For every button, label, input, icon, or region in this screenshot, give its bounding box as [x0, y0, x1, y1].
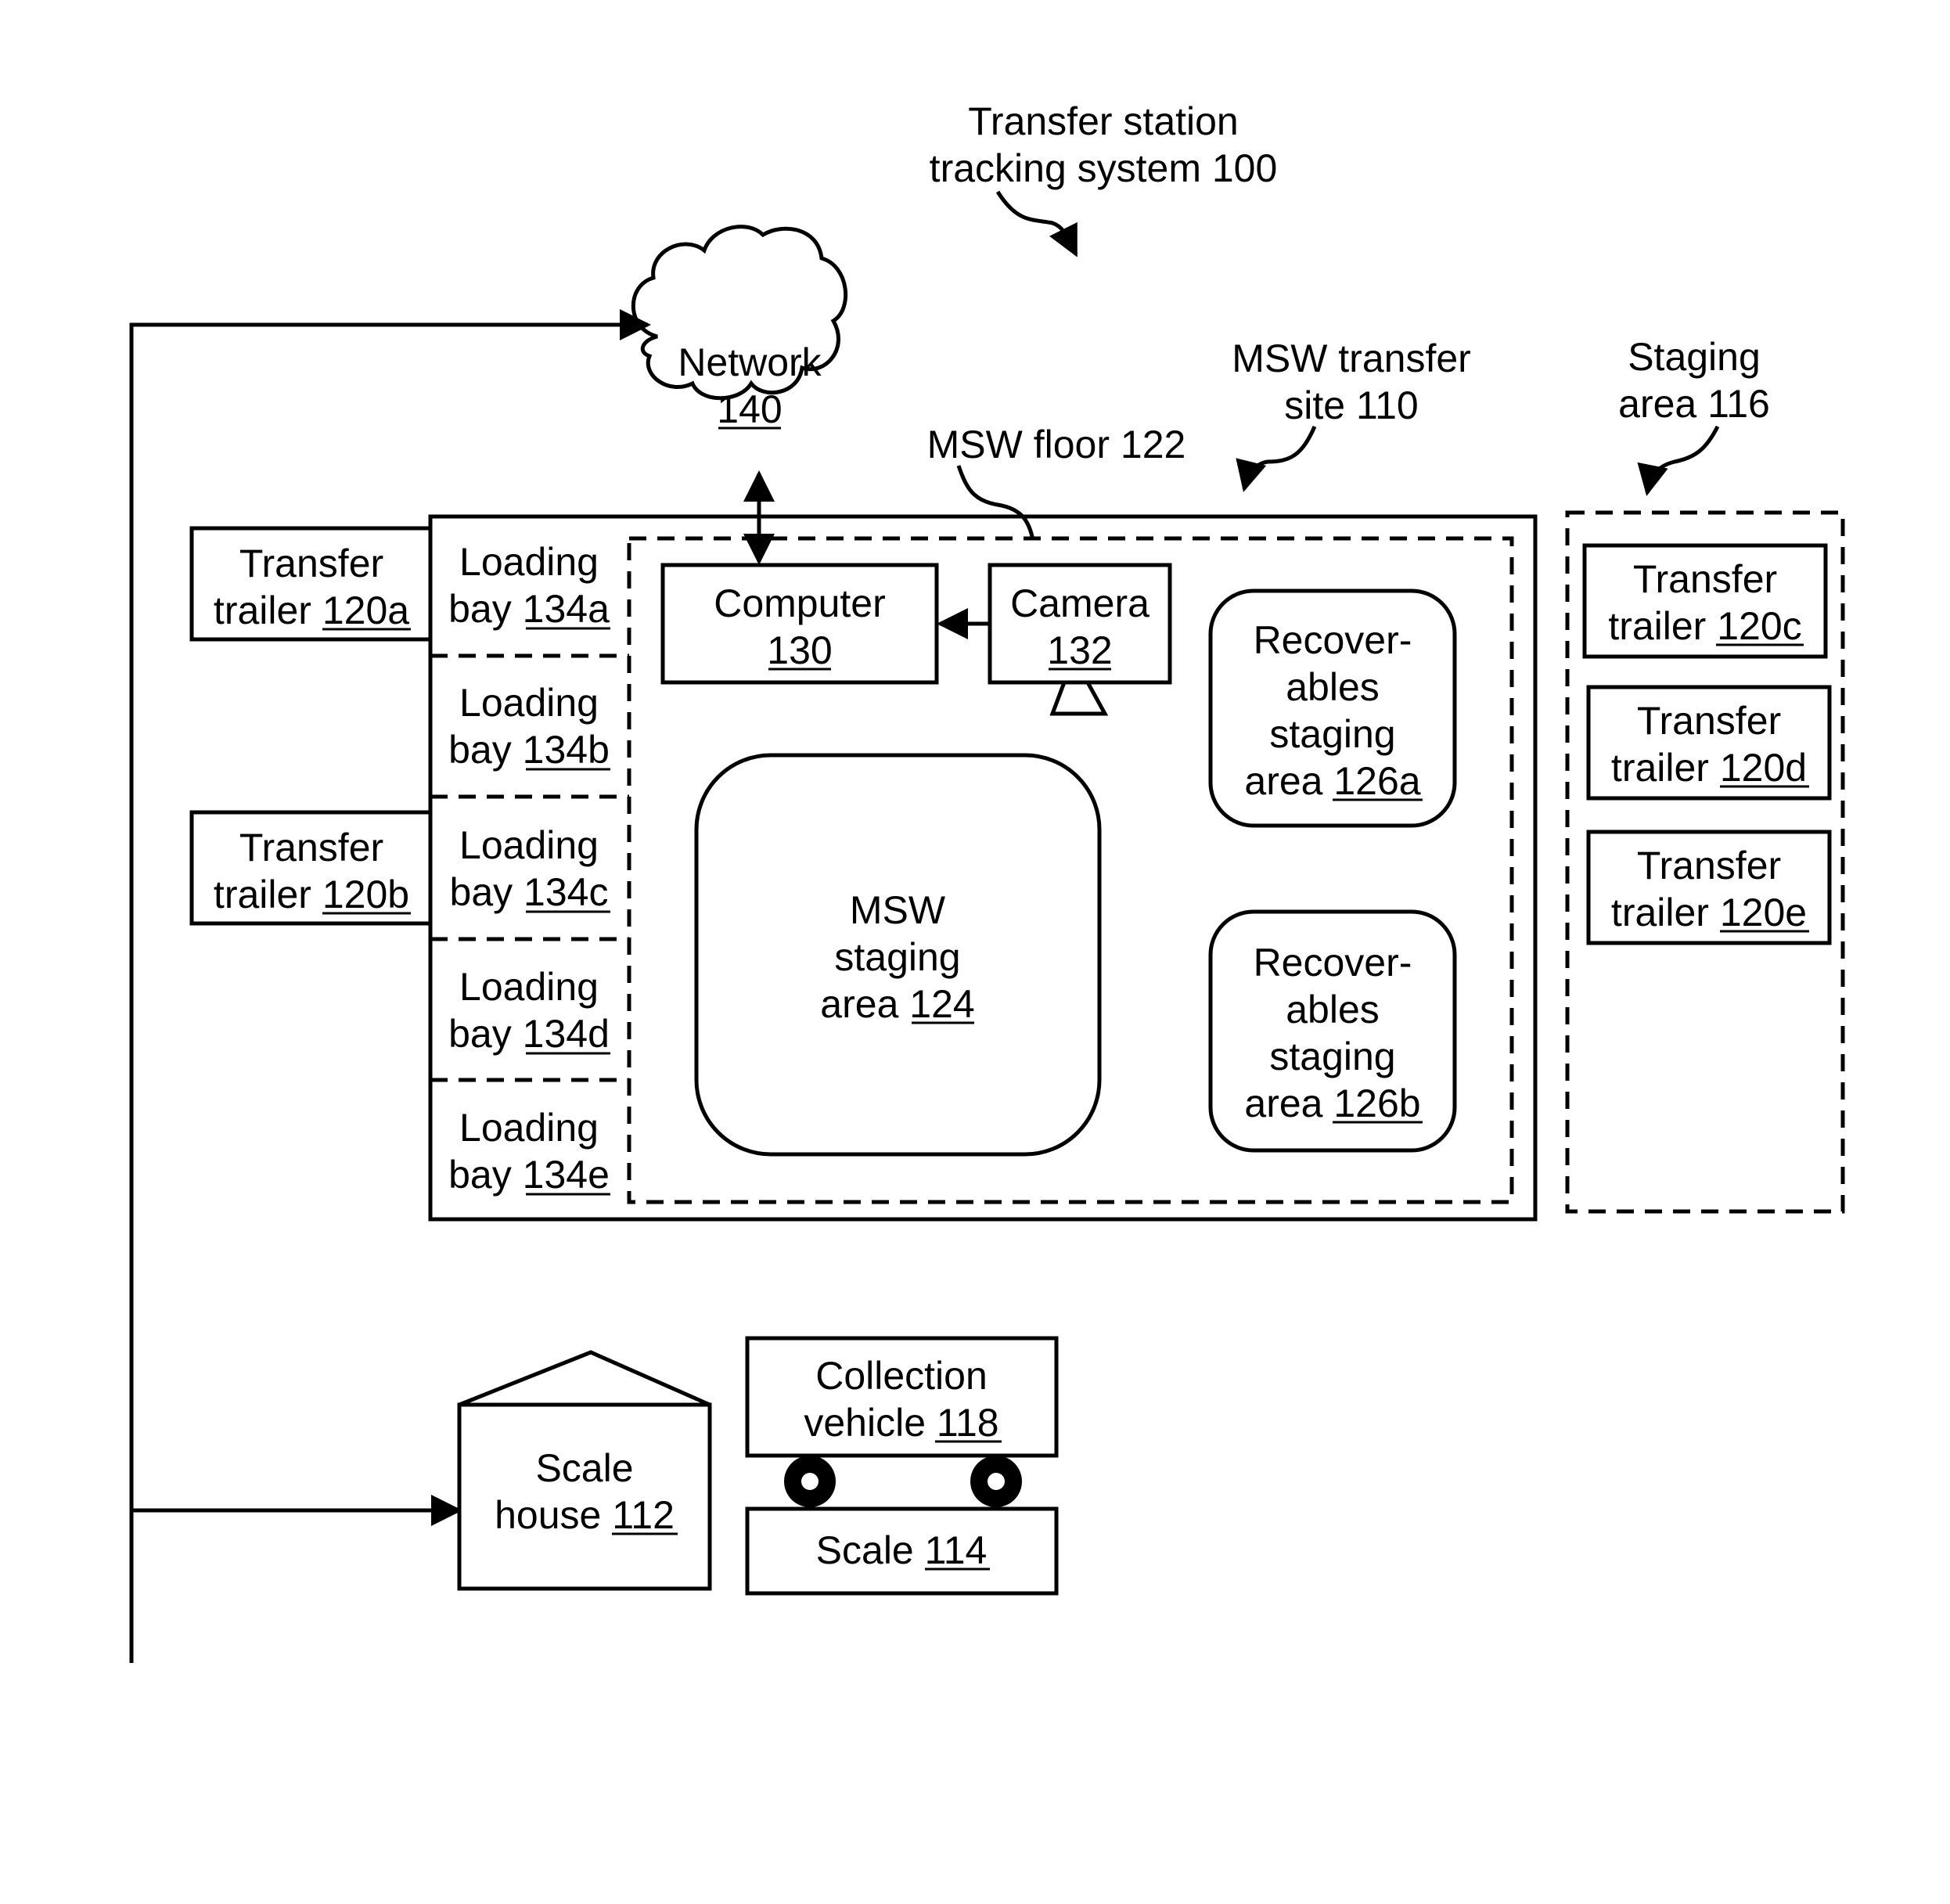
title-line-1: Transfer station: [968, 99, 1239, 143]
trailer-e-label: Transfer: [1637, 844, 1781, 887]
staging-area-pointer: [1647, 427, 1718, 493]
collection-vehicle-ref-line: vehicle 118: [804, 1401, 998, 1445]
msw-site-label: MSW transfer site 110: [1232, 337, 1471, 489]
recov-a-label-3: staging: [1269, 712, 1395, 756]
wheel-icon: [970, 1456, 1022, 1507]
transfer-trailer-120b: Transfer trailer 120b: [192, 812, 430, 923]
computer-130: Computer 130: [663, 565, 937, 682]
trailer-e-ref-line: trailer 120e: [1611, 891, 1807, 934]
recov-b-ref-line: area 126b: [1244, 1082, 1420, 1125]
recov-a-ref-line: area 126a: [1244, 759, 1420, 803]
msw-staging-ref-line: area 124: [820, 982, 974, 1026]
scale-house-roof: [459, 1352, 710, 1405]
network-label: Network: [678, 340, 822, 384]
bay-ref-line: bay 134a: [448, 587, 610, 631]
transfer-trailer-120e: Transfer trailer 120e: [1588, 832, 1829, 943]
camera-ref: 132: [1047, 628, 1112, 672]
trailer-a-ref-line: trailer 120a: [214, 588, 409, 632]
bay-label: Loading: [459, 965, 599, 1009]
bay-label: Loading: [459, 540, 599, 584]
recov-a-label-2: ables: [1286, 665, 1380, 709]
network-ref: 140: [717, 387, 782, 431]
transfer-trailer-120c: Transfer trailer 120c: [1585, 545, 1826, 657]
title-line-2: tracking system 100: [930, 146, 1278, 190]
msw-floor-label-text: MSW floor 122: [927, 423, 1186, 466]
staging-area-label-2: area 116: [1618, 382, 1770, 426]
trailer-c-label: Transfer: [1633, 557, 1777, 601]
trailer-b-label: Transfer: [239, 826, 383, 869]
msw-staging-label-2: staging: [834, 935, 960, 979]
recov-b-label-1: Recover-: [1254, 941, 1412, 984]
scale-house-ref-line: house 112: [495, 1493, 675, 1537]
wheel-icon: [784, 1456, 836, 1507]
collection-vehicle-label: Collection: [815, 1354, 988, 1398]
trailer-d-label: Transfer: [1637, 699, 1781, 743]
transfer-trailer-120d: Transfer trailer 120d: [1588, 687, 1829, 798]
network-cloud: Network 140: [633, 227, 845, 431]
scale-house-112: Scale house 112: [459, 1352, 710, 1589]
bay-ref-line: bay 134c: [450, 870, 609, 914]
msw-site-label-line-1: MSW transfer: [1232, 337, 1471, 380]
recoverables-staging-126b: Recover- ables staging area 126b: [1211, 912, 1455, 1150]
msw-site-pointer: [1244, 427, 1315, 489]
bay-ref-line: bay 134b: [448, 728, 610, 772]
recov-b-label-3: staging: [1269, 1035, 1395, 1078]
staging-area-label-1: Staging: [1628, 335, 1761, 379]
scale-114: Scale 114: [747, 1509, 1056, 1593]
collection-vehicle-118: Collection vehicle 118: [747, 1338, 1056, 1507]
recov-b-label-2: ables: [1286, 988, 1380, 1031]
bay-ref-line: bay 134e: [448, 1153, 610, 1197]
bay-label: Loading: [459, 1106, 599, 1150]
bay-ref-line: bay 134d: [448, 1012, 610, 1056]
scale-ref-line: Scale 114: [816, 1528, 988, 1572]
trailer-a-label: Transfer: [239, 542, 383, 585]
msw-staging-label-1: MSW: [850, 888, 946, 932]
trailer-d-ref-line: trailer 120d: [1611, 746, 1807, 790]
staging-area-116: Staging area 116 Transfer trailer 120c T…: [1567, 335, 1843, 1211]
recoverables-staging-126a: Recover- ables staging area 126a: [1211, 591, 1455, 826]
title-pointer-arrow: [998, 192, 1076, 254]
recov-a-label-1: Recover-: [1254, 618, 1412, 662]
computer-label: Computer: [714, 581, 886, 625]
system-title: Transfer station tracking system 100: [930, 99, 1278, 254]
trailer-c-ref-line: trailer 120c: [1608, 604, 1801, 648]
msw-staging-area-124: MSW staging area 124: [696, 755, 1099, 1154]
msw-site-label-line-2: site 110: [1284, 383, 1418, 427]
computer-ref: 130: [767, 628, 832, 672]
trailer-b-ref-line: trailer 120b: [214, 873, 409, 916]
transfer-trailer-120a: Transfer trailer 120a: [192, 528, 430, 639]
camera-label: Camera: [1010, 581, 1149, 625]
bay-label: Loading: [459, 681, 599, 725]
scale-house-label: Scale: [535, 1446, 633, 1490]
bay-label: Loading: [459, 823, 599, 867]
